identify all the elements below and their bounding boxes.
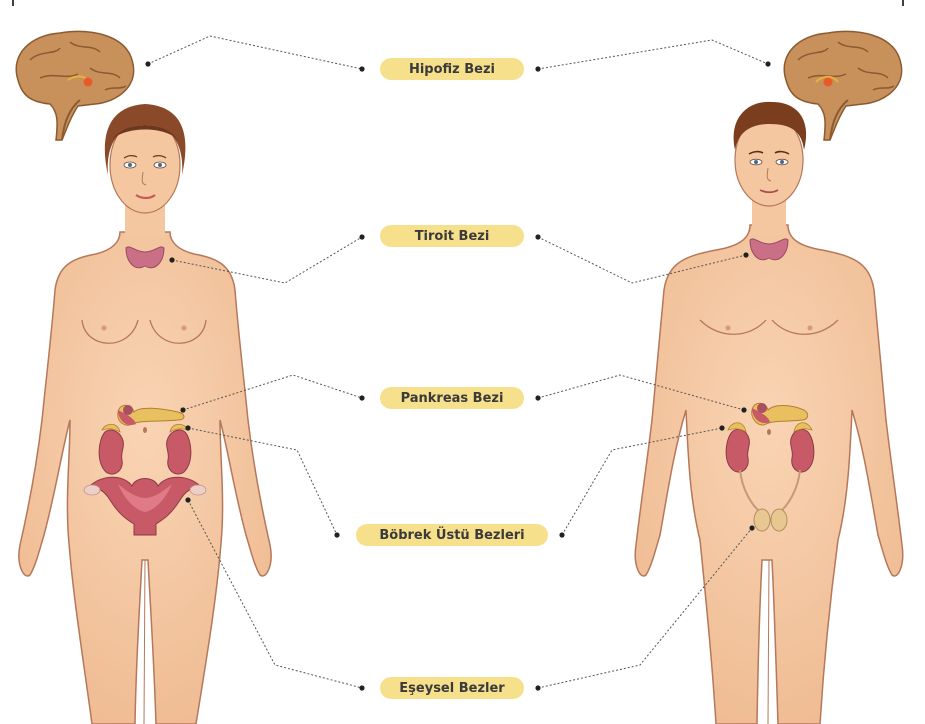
adrenal-male-left [727,422,747,433]
testes-male [753,508,788,532]
thyroid-male [749,238,789,261]
connector-pankreas-right [537,374,745,411]
adrenal-female-left [101,423,121,433]
label-pankreas-bezi: Pankreas Bezi [380,387,524,409]
label-eseysel-bezler: Eşeysel Bezler [380,677,524,699]
brain-left [15,30,135,141]
label-hipofiz-bezi: Hipofiz Bezi [380,58,524,80]
thyroid-female [125,246,165,269]
kidneys-male [725,422,815,513]
pancreas-male [751,402,809,426]
pituitary-left [83,77,93,87]
label-bobrek-ustu-bezleri: Böbrek Üstü Bezleri [356,524,548,546]
connector-eseysel-right [537,527,753,689]
connector-bobrek-left [187,427,338,536]
kidneys-female [98,423,192,475]
label-tiroit-bezi: Tiroit Bezi [380,225,524,247]
pituitary-right [823,77,833,87]
brain-right [783,30,903,141]
connector-bobrek-right [561,427,723,536]
connectors [147,35,769,689]
adrenal-male-right [793,422,813,433]
female-body [18,104,272,724]
connector-tiroit-right [537,236,747,284]
connector-hipofiz-right [537,39,769,70]
male-body [634,101,904,724]
connector-hipofiz-left [147,35,363,70]
uterus-female [83,476,207,536]
connector-dots [145,61,771,691]
pancreas-female [117,404,185,426]
